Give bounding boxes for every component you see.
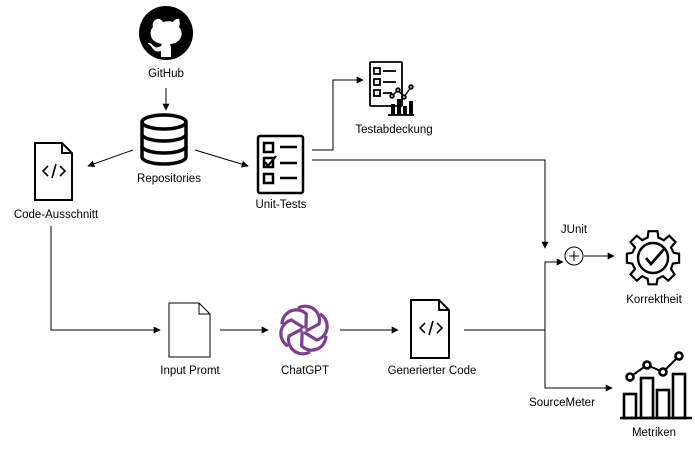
code-snippet-label: Code-Ausschnitt — [13, 209, 99, 221]
github-icon — [139, 6, 193, 60]
bar-chart-icon — [620, 351, 692, 420]
blank-document-icon — [168, 302, 211, 358]
metrics-label: Metriken — [631, 427, 677, 439]
edge-code-snippet-input-prompt — [50, 226, 161, 334]
repositories-label: Repositories — [137, 173, 201, 185]
edge-unit-tests-test-coverage — [312, 76, 364, 151]
edge-generated-code-junit — [464, 258, 564, 331]
checklist-icon — [256, 134, 305, 195]
edge-repositories-unit-tests — [194, 149, 249, 168]
plus-circle-icon[interactable] — [564, 246, 584, 266]
unit-tests-label: Unit-Tests — [255, 199, 307, 211]
checklist-chart-icon — [369, 61, 414, 116]
correctness-label: Korrektheit — [626, 294, 682, 306]
chatgpt-label: ChatGPT — [281, 365, 329, 377]
generated-code-label: Generierter Code — [387, 365, 477, 377]
database-icon — [140, 113, 188, 166]
code-file-icon — [410, 299, 450, 359]
code-file-icon — [34, 142, 73, 201]
edge-unit-tests-junit — [312, 159, 549, 249]
junit-label: JUnit — [560, 224, 588, 236]
github-label: GitHub — [148, 68, 184, 80]
gear-check-icon — [625, 230, 681, 286]
input-prompt-label: Input Promt — [160, 365, 220, 377]
edge-generated-code-metrics — [544, 330, 613, 392]
edge-repositories-code-snippet — [87, 149, 134, 168]
sourcemeter-label: SourceMeter — [529, 397, 595, 409]
test-coverage-label: Testabdeckung — [355, 124, 433, 136]
edges — [50, 76, 615, 392]
openai-logo-icon — [279, 304, 329, 356]
